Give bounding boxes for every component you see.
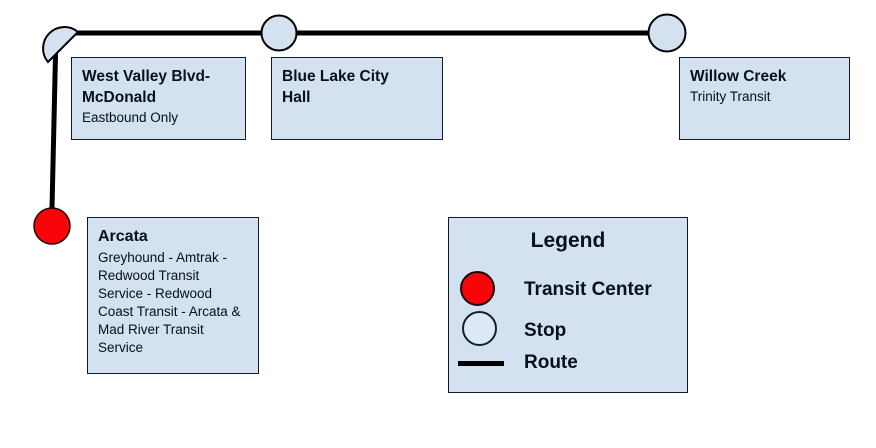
station-title-blue-lake: Blue Lake City Hall	[282, 68, 389, 106]
stop-marker-willow-creek	[647, 13, 687, 53]
transit-center-marker-arcata	[33, 207, 71, 245]
stop-marker-west-valley	[42, 26, 80, 64]
transit-center-icon	[460, 271, 495, 306]
station-subtitle-arcata: Greyhound - Amtrak - Redwood Transit Ser…	[98, 250, 241, 355]
route-line-icon	[458, 361, 504, 366]
station-subtitle-willow-creek: Trinity Transit	[690, 89, 771, 104]
station-title-arcata: Arcata	[98, 228, 148, 245]
legend: Legend Transit Center Stop Route	[448, 217, 688, 393]
stop-icon	[462, 311, 497, 346]
legend-label-route: Route	[524, 352, 578, 373]
legend-label-transit-center: Transit Center	[524, 279, 652, 300]
station-box-arcata: Arcata Greyhound - Amtrak - Redwood Tran…	[87, 217, 259, 374]
station-box-willow-creek: Willow Creek Trinity Transit	[679, 57, 850, 140]
legend-title: Legend	[530, 229, 606, 252]
station-box-west-valley: West Valley Blvd- McDonald Eastbound Onl…	[71, 57, 246, 140]
station-box-blue-lake: Blue Lake City Hall	[271, 57, 443, 140]
station-subtitle-west-valley: Eastbound Only	[82, 110, 179, 125]
legend-label-stop: Stop	[524, 320, 567, 341]
station-title-willow-creek: Willow Creek	[690, 68, 787, 85]
station-title-west-valley: West Valley Blvd- McDonald	[82, 68, 211, 106]
stop-marker-blue-lake	[260, 14, 298, 52]
